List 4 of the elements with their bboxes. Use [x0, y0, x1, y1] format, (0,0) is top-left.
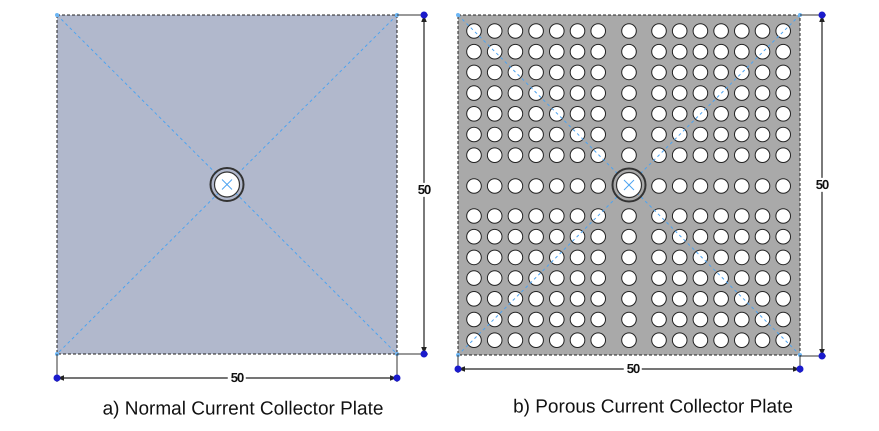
- dimension-text: 50: [624, 362, 642, 376]
- caption: a) Normal Current Collector Plate: [102, 400, 384, 420]
- caption: b) Porous Current Collector Plate: [513, 398, 793, 418]
- dimension-text: 50: [228, 370, 246, 386]
